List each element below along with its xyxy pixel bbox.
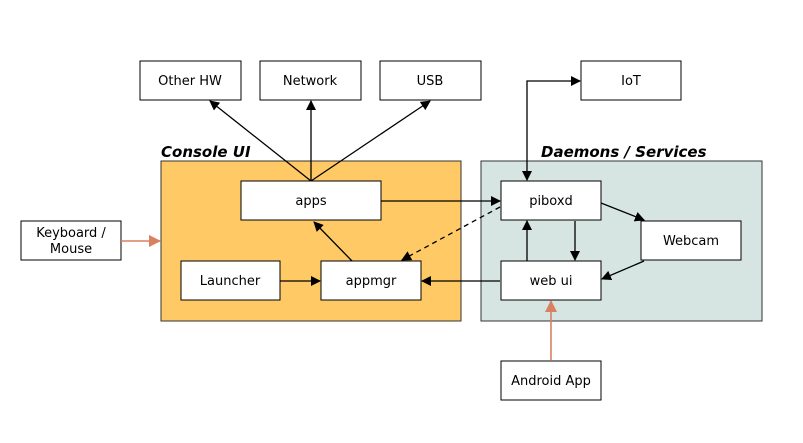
node-network: Network bbox=[259, 60, 362, 101]
arrow-piboxd-iot bbox=[522, 76, 581, 181]
node-other-hw: Other HW bbox=[139, 60, 242, 101]
node-keyboard-mouse: Keyboard / Mouse bbox=[20, 220, 122, 261]
arrow-appmgr-to-apps bbox=[313, 221, 353, 262]
daemons-title: Daemons / Services bbox=[541, 143, 707, 161]
node-apps: apps bbox=[240, 180, 382, 221]
svg-text:web ui: web ui bbox=[530, 274, 573, 289]
node-appmgr: appmgr bbox=[320, 260, 422, 301]
arrow-apps-to-usb bbox=[310, 100, 431, 182]
arrow-webcam-to-webui bbox=[601, 260, 645, 281]
console-ui-title: Console UI bbox=[161, 143, 251, 161]
svg-text:Network: Network bbox=[283, 74, 338, 89]
svg-text:IoT: IoT bbox=[621, 74, 641, 89]
svg-text:appmgr: appmgr bbox=[346, 274, 397, 289]
node-piboxd: piboxd bbox=[500, 180, 602, 221]
node-webcam: Webcam bbox=[640, 220, 742, 261]
arrow-apps-to-other-hw bbox=[209, 100, 312, 182]
arrow-piboxd-to-webcam bbox=[600, 202, 645, 222]
svg-text:Webcam: Webcam bbox=[663, 234, 719, 249]
arrow-piboxd-to-appmgr-dashed bbox=[401, 206, 501, 261]
svg-text:USB: USB bbox=[417, 74, 444, 89]
svg-text:Launcher: Launcher bbox=[200, 274, 261, 289]
svg-text:Mouse: Mouse bbox=[50, 242, 92, 257]
svg-text:Keyboard /: Keyboard / bbox=[36, 226, 106, 241]
svg-text:apps: apps bbox=[295, 194, 326, 209]
svg-text:Other HW: Other HW bbox=[158, 74, 222, 89]
node-web-ui: web ui bbox=[500, 260, 602, 301]
svg-text:Android App: Android App bbox=[511, 374, 591, 389]
node-launcher: Launcher bbox=[180, 260, 281, 301]
svg-text:piboxd: piboxd bbox=[529, 194, 573, 209]
node-usb: USB bbox=[379, 60, 482, 101]
node-iot: IoT bbox=[580, 60, 682, 101]
node-android-app: Android App bbox=[500, 360, 602, 401]
